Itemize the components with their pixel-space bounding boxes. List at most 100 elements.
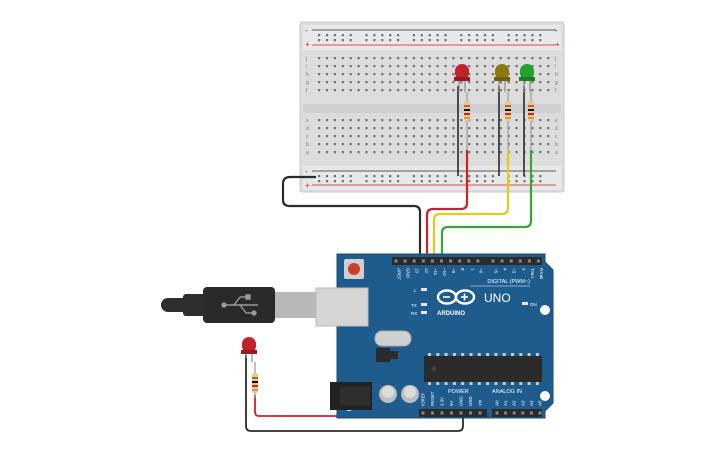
digital-pin-socket — [527, 259, 531, 263]
breadboard-hole — [318, 135, 321, 138]
breadboard-hole — [515, 127, 518, 130]
breadboard-hole — [381, 81, 384, 84]
breadboard-hole — [476, 89, 479, 92]
row-letter: c — [306, 134, 309, 140]
breadboard-hole — [547, 151, 550, 154]
breadboard-hole — [483, 127, 487, 130]
breadboard-hole — [476, 81, 479, 84]
breadboard-hole — [341, 89, 344, 92]
breadboard-hole — [428, 151, 431, 154]
rail-plus-top-right: + — [555, 40, 560, 49]
breadboard-hole — [444, 151, 447, 154]
breadboard-hole — [507, 143, 510, 146]
breadboard-hole — [389, 143, 392, 146]
rail-hole — [412, 34, 415, 37]
power-pin-label: Vin — [478, 399, 483, 406]
breadboard-hole — [539, 143, 542, 146]
row-letter: j — [305, 56, 307, 62]
rail-hole — [389, 180, 392, 183]
breadboard-hole — [325, 127, 329, 130]
breadboard-hole — [491, 127, 494, 130]
rail-hole — [341, 39, 344, 42]
wire-green-pin11 — [440, 150, 533, 258]
mount-hole — [540, 305, 550, 315]
rail-hole — [523, 39, 526, 42]
rail-hole — [515, 39, 518, 42]
breadboard-hole — [476, 151, 479, 154]
rail-hole — [318, 180, 321, 183]
rail-hole — [325, 175, 329, 178]
breadboard-hole — [325, 143, 329, 146]
wire-ext-led-black — [245, 355, 464, 432]
breadboard-hole — [318, 81, 321, 84]
rail-hole — [460, 34, 463, 37]
breadboard-hole — [412, 143, 415, 146]
breadboard-hole — [428, 135, 431, 138]
wire-ext-led-red — [254, 395, 453, 417]
breadboard-hole — [507, 65, 510, 68]
breadboard-hole — [349, 143, 352, 146]
rail-hole — [341, 175, 344, 178]
breadboard-hole — [531, 135, 534, 138]
breadboard-hole — [476, 135, 479, 138]
rail-hole — [515, 180, 518, 183]
breadboard-hole — [412, 151, 415, 154]
digital-pin-socket — [458, 259, 462, 263]
rail-hole — [420, 180, 423, 183]
rail-plus-top: + — [305, 40, 310, 49]
breadboard-hole — [381, 89, 384, 92]
digital-pin-socket — [449, 259, 453, 263]
breadboard-hole — [412, 81, 415, 84]
breadboard-hole — [539, 135, 542, 138]
power-label: POWER — [448, 389, 469, 395]
breadboard-hole — [491, 57, 494, 60]
resistor-yellow-led — [505, 92, 511, 150]
digital-pin-socket — [403, 259, 407, 263]
on-label: ON — [530, 302, 537, 307]
breadboard-hole — [397, 57, 400, 60]
rail-hole — [381, 34, 384, 37]
breadboard-hole — [436, 81, 439, 84]
digital-pin-label: ~5 — [494, 268, 499, 274]
breadboard-hole — [357, 135, 360, 138]
breadboard-hole — [318, 127, 321, 130]
breadboard-hole — [483, 57, 487, 60]
rail-minus-top: - — [305, 26, 308, 35]
on-led — [522, 302, 528, 305]
breadboard-hole — [483, 73, 487, 76]
breadboard-hole — [476, 65, 479, 68]
breadboard-hole — [452, 57, 455, 60]
breadboard-hole — [341, 57, 344, 60]
digital-pin-socket — [537, 259, 540, 263]
rail-hole — [491, 175, 494, 178]
breadboard-hole — [318, 73, 321, 76]
breadboard-hole — [397, 73, 400, 76]
rail-hole — [476, 180, 479, 183]
breadboard-hole — [515, 81, 518, 84]
breadboard-hole — [420, 73, 423, 76]
analog-pin-socket — [504, 411, 508, 415]
breadboard-hole — [468, 73, 471, 76]
digital-header — [392, 257, 542, 265]
digital-pin-label: 12 — [424, 268, 429, 274]
breadboard-hole — [491, 81, 494, 84]
rail-hole — [373, 34, 376, 37]
rail-hole — [515, 175, 518, 178]
digital-pin-label: 2 — [521, 268, 526, 271]
l-led — [421, 288, 427, 291]
breadboard-hole — [318, 65, 321, 68]
breadboard-hole — [357, 73, 360, 76]
rail-hole — [373, 39, 376, 42]
breadboard-hole — [436, 127, 439, 130]
breadboard-hole — [318, 151, 321, 154]
power-pin-socket — [431, 411, 434, 415]
digital-pin-socket — [500, 259, 504, 263]
rail-hole — [491, 39, 494, 42]
arduino-logo — [436, 289, 476, 305]
breadboard-hole — [389, 127, 392, 130]
breadboard-hole — [468, 127, 471, 130]
rx-label: RX — [411, 311, 417, 316]
digital-pin-label: 7 — [469, 268, 474, 271]
